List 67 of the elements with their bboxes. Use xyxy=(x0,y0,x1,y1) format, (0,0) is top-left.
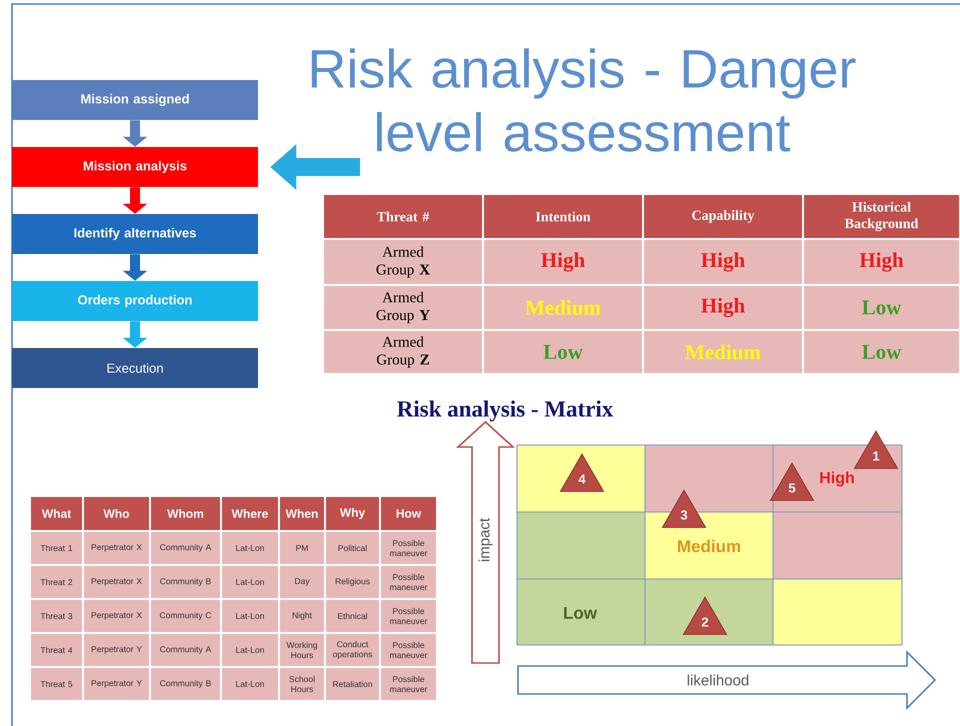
table-cell: High xyxy=(804,240,959,284)
table-cell: High xyxy=(644,286,802,329)
table-header-cell: Threat # xyxy=(324,195,482,238)
table-cell: PM xyxy=(280,532,324,564)
table-cell: Lat-Lon xyxy=(222,668,278,700)
table-cell: Armed Group Z xyxy=(324,331,482,373)
axis-label: impact xyxy=(478,518,492,562)
risk-level-label: Low xyxy=(564,607,598,619)
table-cell: Perpetrator X xyxy=(84,600,149,632)
table-header-cell: Intention xyxy=(484,195,642,238)
process-box: Mission analysis xyxy=(12,147,258,187)
table-cell: Retaliation xyxy=(326,668,379,700)
table-cell: Community B xyxy=(151,566,220,598)
table-header-cell: Where xyxy=(222,497,278,530)
process-box: Identify alternatives xyxy=(12,214,258,254)
table-cell: Community A xyxy=(151,634,220,666)
table-cell: Perpetrator X xyxy=(84,566,149,598)
table-cell: Ethnical xyxy=(326,600,379,632)
table-header-cell: What xyxy=(31,497,82,530)
table-cell: Low xyxy=(484,331,642,373)
table-cell: Conduct operations xyxy=(326,634,379,666)
table-cell: Night xyxy=(280,600,324,632)
table-cell: School Hours xyxy=(280,668,324,700)
process-box: Execution xyxy=(12,348,258,388)
table-cell: Community B xyxy=(151,668,220,700)
table-cell: Armed Group Y xyxy=(324,286,482,329)
risk-level-label: High xyxy=(820,472,854,486)
table-cell: Threat 5 xyxy=(31,668,82,700)
table-cell: Possible maneuver xyxy=(381,668,436,700)
table-cell: Possible maneuver xyxy=(381,634,436,666)
table-cell: Threat 1 xyxy=(31,532,82,564)
table-cell: Perpetrator Y xyxy=(84,668,149,700)
table-cell: Medium xyxy=(644,331,802,373)
table-cell: Community C xyxy=(151,600,220,632)
table-cell: Political xyxy=(326,532,379,564)
table-header-cell: How xyxy=(381,497,436,530)
table-cell: Lat-Lon xyxy=(222,566,278,598)
table-cell: Perpetrator X xyxy=(84,532,149,564)
table-cell: High xyxy=(484,240,642,284)
table-cell: Threat 4 xyxy=(31,634,82,666)
table-cell: Possible maneuver xyxy=(381,532,436,564)
table-cell: Possible maneuver xyxy=(381,600,436,632)
table-cell: Day xyxy=(280,566,324,598)
table-cell: Low xyxy=(804,331,959,373)
table-cell: Lat-Lon xyxy=(222,600,278,632)
table-header-cell: Historical Background xyxy=(804,195,959,238)
table-cell: Working Hours xyxy=(280,634,324,666)
table-cell: Medium xyxy=(484,286,642,329)
table-header-cell: When xyxy=(280,497,324,530)
table-cell: Lat-Lon xyxy=(222,634,278,666)
table-cell: Perpetrator Y xyxy=(84,634,149,666)
table-header-cell: Who xyxy=(84,497,149,530)
title: Risk analysis - Danger level assessment xyxy=(312,48,856,152)
table-header-cell: Why xyxy=(326,497,379,530)
table-cell: Possible maneuver xyxy=(381,566,436,598)
table-cell: Community A xyxy=(151,532,220,564)
table-header-cell: Whom xyxy=(151,497,220,530)
table-cell: Threat 3 xyxy=(31,600,82,632)
process-box: Mission assigned xyxy=(12,80,258,120)
table-cell: Armed Group X xyxy=(324,240,482,284)
table-cell: High xyxy=(644,240,802,284)
table-header-cell: Capability xyxy=(644,195,802,238)
table-cell: Lat-Lon xyxy=(222,532,278,564)
table-cell: Low xyxy=(804,286,959,329)
table-cell: Religious xyxy=(326,566,379,598)
process-box: Orders production xyxy=(12,281,258,321)
table-cell: Threat 2 xyxy=(31,566,82,598)
